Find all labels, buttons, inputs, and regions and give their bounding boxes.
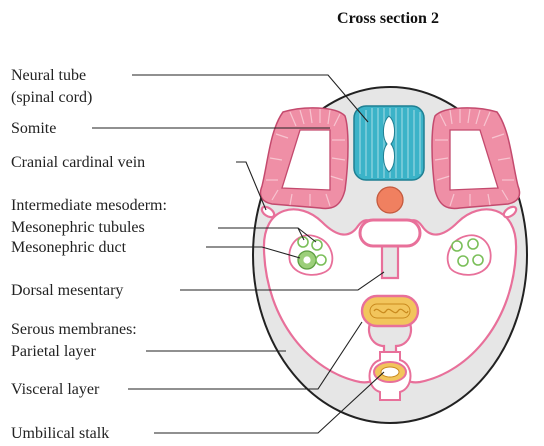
label-spinal-cord: (spinal cord): [11, 89, 92, 106]
label-parietal-layer: Parietal layer: [11, 343, 97, 360]
notochord: [377, 187, 403, 213]
label-intermediate-mesoderm: Intermediate mesoderm:: [11, 197, 167, 214]
mesonephric-tubule: [468, 239, 478, 249]
mesonephric-tubule: [473, 255, 483, 265]
label-visceral-layer: Visceral layer: [11, 381, 100, 398]
label-cranial-cardinal-vein: Cranial cardinal vein: [11, 154, 145, 171]
label-neural-tube: Neural tube: [11, 67, 86, 84]
somite-left: [260, 108, 348, 209]
mesonephric-tubule: [312, 240, 322, 250]
label-serous-membranes: Serous membranes:: [11, 321, 137, 338]
mesonephric-tubule: [316, 255, 326, 265]
gut-tube: [362, 296, 418, 326]
label-mesonephric-tubules: Mesonephric tubules: [11, 219, 145, 236]
mesonephric-tubule: [458, 256, 468, 266]
yolk-stalk-structure: [374, 362, 406, 382]
labels: Neural tube (spinal cord) Somite Cranial…: [11, 67, 167, 442]
label-dorsal-mesentary: Dorsal mesentary: [11, 282, 123, 299]
dorsal-aorta: [360, 220, 420, 246]
mesonephros-right: [448, 235, 491, 275]
mesonephric-tubule: [452, 241, 462, 251]
label-somite: Somite: [11, 120, 56, 137]
diagram-title: Cross section 2: [337, 10, 439, 27]
label-umbilical-stalk: Umbilical stalk: [11, 425, 109, 442]
label-mesonephric-duct: Mesonephric duct: [11, 239, 127, 256]
somite-right: [432, 108, 520, 209]
